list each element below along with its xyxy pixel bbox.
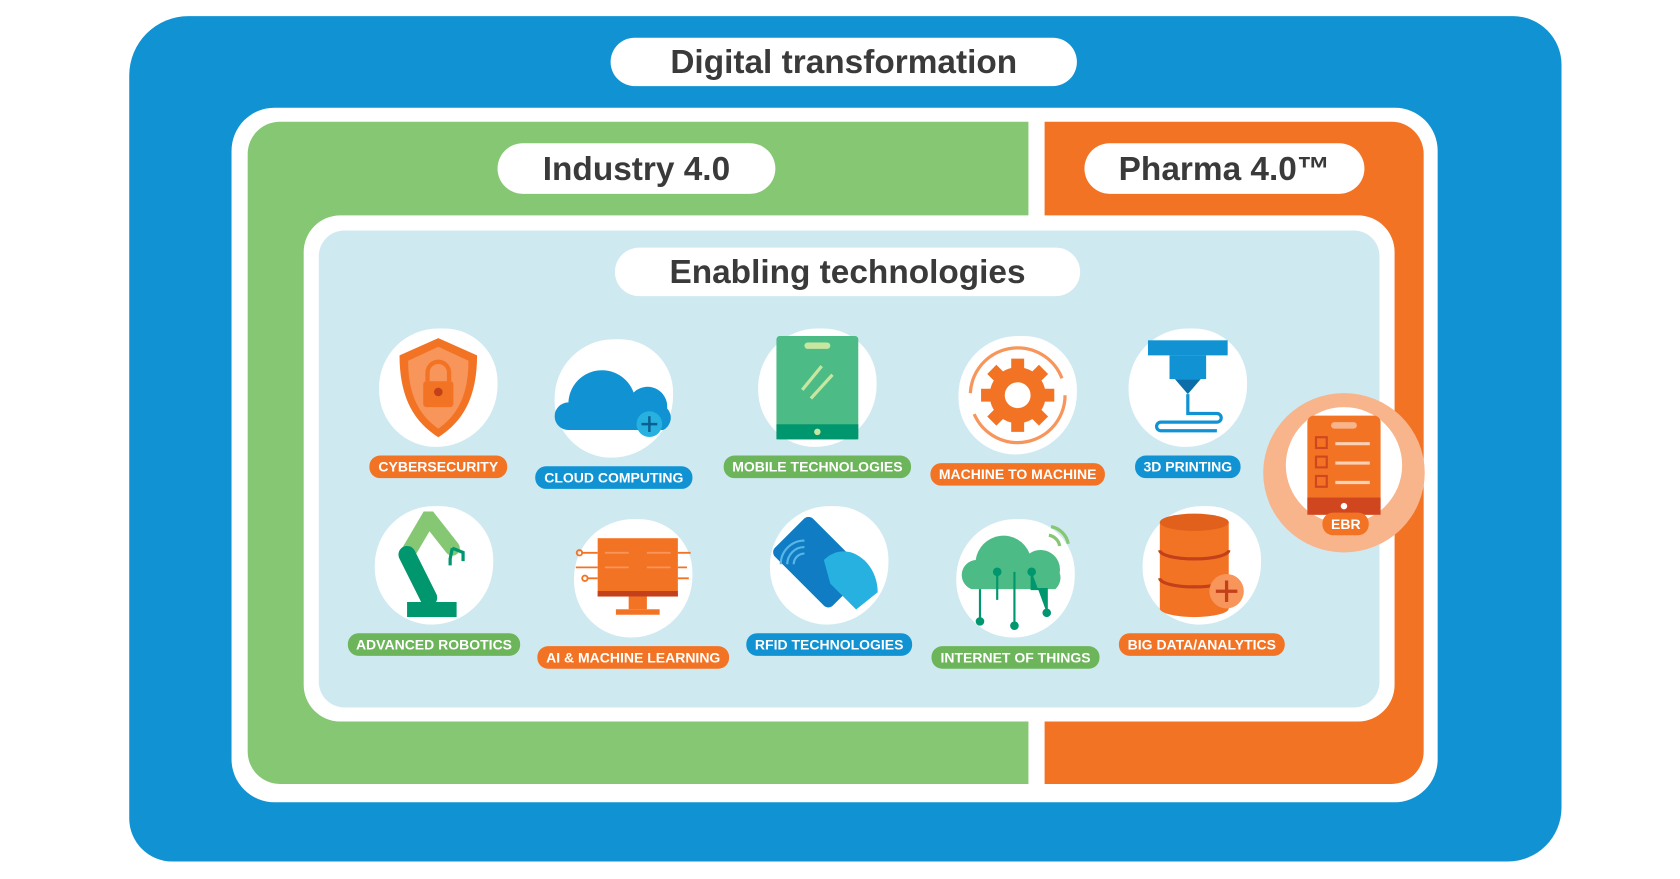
gear-cycle-icon [958,335,1077,455]
tech-label: 3D PRINTING [1134,455,1241,479]
monitor-circuit-icon [573,519,693,638]
tech-label: CYBERSECURITY [369,455,507,479]
tech-cloud-computing: CLOUD COMPUTING [517,339,711,489]
enabling-technologies-title: Enabling technologies [614,247,1081,297]
tech-label: BIG DATA/ANALYTICS [1119,633,1285,656]
tech-label: RFID TECHNOLOGIES [746,633,913,656]
tech-label: INTERNET OF THINGS [931,646,1100,669]
3d-printer-icon [1128,328,1248,447]
iot-cloud-icon [956,519,1075,638]
tech-ai-machine-learning: AI & MACHINE LEARNING [536,519,730,669]
ebr-label: EBR [1322,512,1370,536]
shield-lock-icon [379,328,498,447]
tech-label: MACHINE TO MACHINE [930,463,1106,486]
tech-machine-to-machine: MACHINE TO MACHINE [921,335,1115,486]
tech-label: MOBILE TECHNOLOGIES [723,455,912,479]
tech-internet-of-things: INTERNET OF THINGS [919,519,1113,669]
tech-label: AI & MACHINE LEARNING [537,646,729,669]
tablet-icon [758,328,877,447]
robot-arm-icon [374,506,494,625]
cloud-plus-icon [554,339,674,458]
tech-label: CLOUD COMPUTING [535,466,693,489]
checklist-tablet-icon [1285,407,1403,524]
rfid-card-icon [769,506,889,625]
tech-cybersecurity: CYBERSECURITY [341,328,535,479]
digital-transformation-title: Digital transformation [610,37,1077,87]
tech-rfid-technologies: RFID TECHNOLOGIES [732,506,926,656]
pharma-4-0-title: Pharma 4.0™ [1084,143,1365,194]
tech-3d-printing: 3D PRINTING [1091,328,1285,479]
tech-label: ADVANCED ROBOTICS [347,633,521,656]
industry-4-0-title: Industry 4.0 [497,143,776,194]
database-plus-icon [1142,506,1262,625]
tech-mobile-technologies: MOBILE TECHNOLOGIES [720,328,914,479]
tech-advanced-robotics: ADVANCED ROBOTICS [337,506,531,656]
tech-big-data-analytics: BIG DATA/ANALYTICS [1105,506,1299,656]
